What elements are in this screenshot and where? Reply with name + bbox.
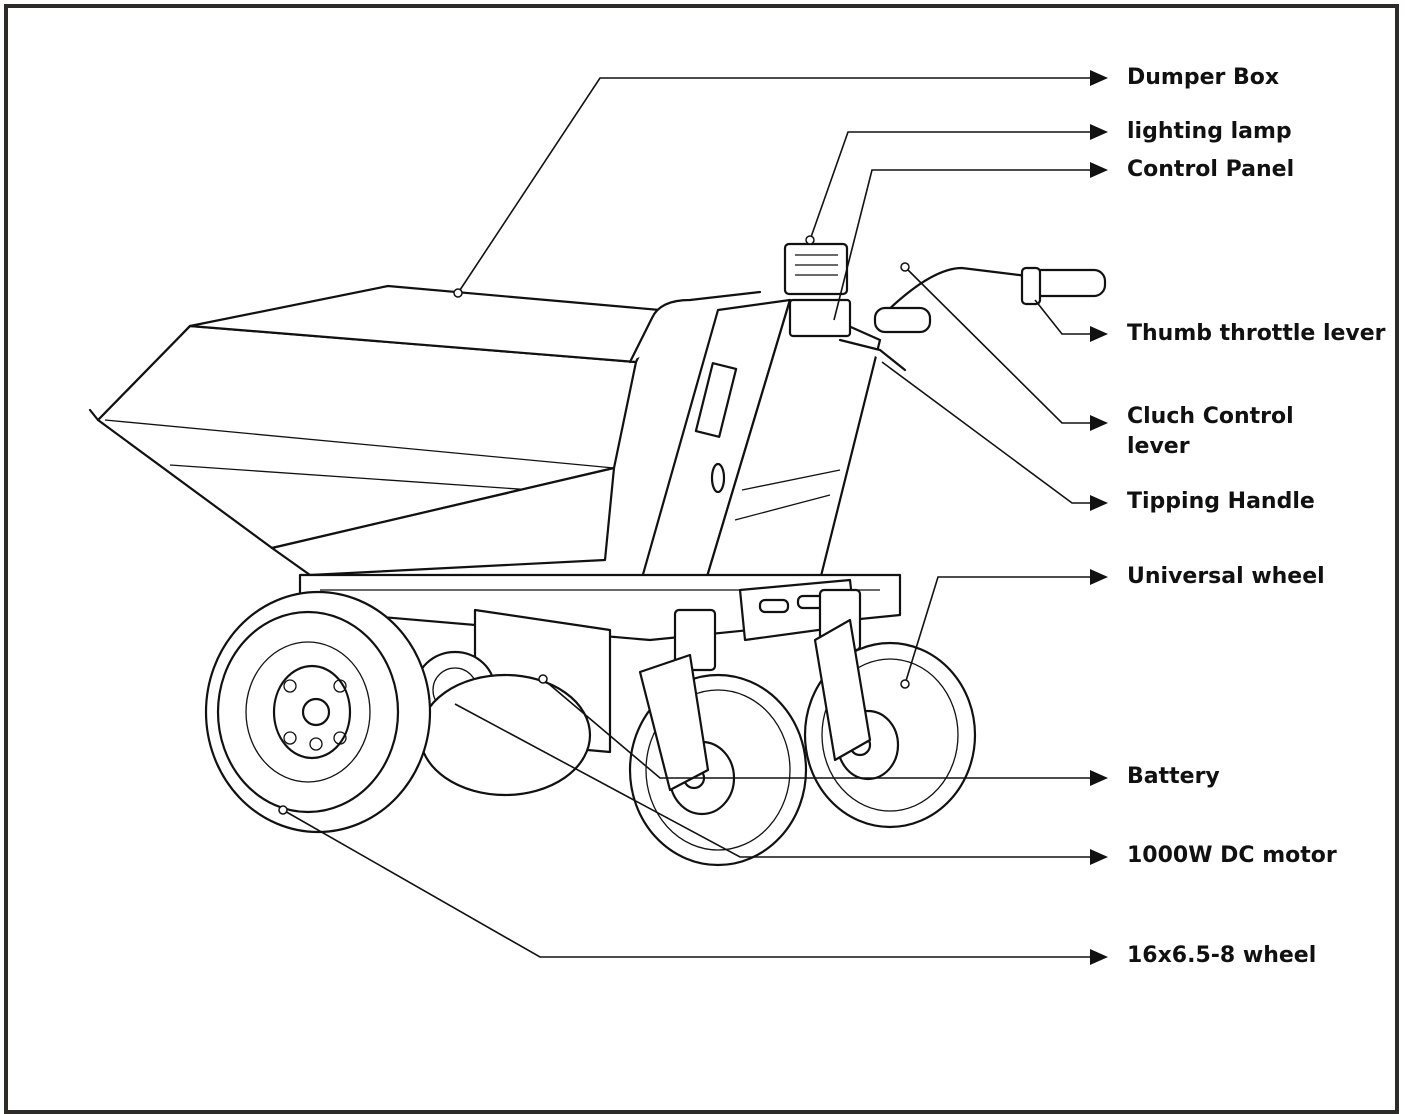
leader-lighting-lamp (809, 131, 1090, 241)
label-dumper-box: Dumper Box (1127, 65, 1280, 90)
point-clutch-control (900, 262, 910, 272)
leader-dc-motor (454, 703, 1090, 858)
leader-control-panel (833, 169, 1090, 321)
leader-dumper-box (457, 77, 1090, 294)
point-battery (538, 674, 548, 684)
point-lighting-lamp (805, 235, 815, 245)
arrow-control-panel (1090, 162, 1108, 178)
arrow-clutch-control (1090, 415, 1108, 431)
grips-shape (838, 266, 1107, 372)
label-main-wheel: 16x6.5-8 wheel (1127, 943, 1317, 968)
point-universal-wheel (900, 679, 910, 689)
label-lighting-lamp: lighting lamp (1127, 119, 1292, 144)
arrow-universal-wheel (1090, 569, 1108, 585)
label-dc-motor: 1000W DC motor (1127, 843, 1337, 868)
control-post-shape (638, 298, 882, 602)
leader-thumb-throttle (1034, 299, 1090, 335)
point-dumper-box (453, 288, 463, 298)
label-tipping-handle: Tipping Handle (1127, 489, 1315, 514)
point-main-wheel (278, 805, 288, 815)
label-battery: Battery (1127, 764, 1220, 789)
label-clutch-control-lever: Cluch Control lever (1127, 404, 1294, 459)
arrow-battery (1090, 770, 1108, 786)
arrow-lighting-lamp (1090, 124, 1108, 140)
arrow-thumb-throttle (1090, 326, 1108, 342)
label-universal-wheel: Universal wheel (1127, 564, 1325, 589)
leader-clutch-control (904, 266, 1090, 424)
leader-tipping-handle (881, 361, 1090, 504)
leader-main-wheel (282, 809, 1090, 958)
arrow-tipping-handle (1090, 495, 1108, 511)
callout-lines (278, 70, 1108, 965)
arrow-dc-motor (1090, 849, 1108, 865)
lamp-and-panel-shape (783, 242, 852, 338)
leader-battery (542, 678, 1090, 779)
power-barrow-illustration (88, 242, 1107, 867)
main-wheel-shape (204, 590, 592, 834)
caster-wheels-shape (628, 588, 977, 867)
label-control-panel: Control Panel (1127, 157, 1295, 182)
label-thumb-throttle-lever: Thumb throttle lever (1127, 321, 1386, 346)
arrow-main-wheel (1090, 949, 1108, 965)
dumper-box-shape (88, 284, 662, 577)
arrow-dumper-box (1090, 70, 1108, 86)
leader-universal-wheel (904, 576, 1090, 685)
